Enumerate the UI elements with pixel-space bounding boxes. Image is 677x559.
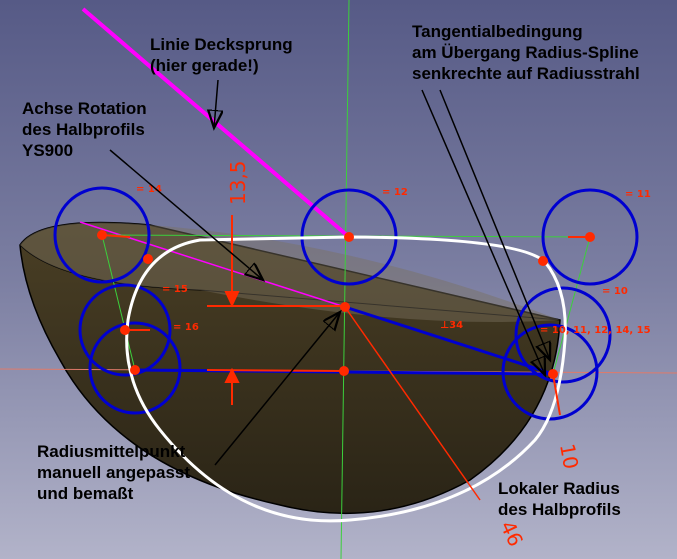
dimension-small-radius[interactable]: 10 xyxy=(555,442,583,471)
control-circle[interactable] xyxy=(541,188,639,286)
hull-top-face xyxy=(20,222,560,322)
control-circles xyxy=(53,186,639,421)
control-circle[interactable] xyxy=(53,186,151,284)
control-circle[interactable] xyxy=(78,283,172,377)
vertical-axis xyxy=(340,0,350,559)
control-circle[interactable] xyxy=(501,323,599,421)
equal-constraint-14[interactable]: = 14 xyxy=(136,184,162,195)
hull-rim xyxy=(19,244,561,321)
equal-constraint-multi[interactable]: = 10, 11, 12, 14, 15 xyxy=(540,325,651,336)
dimensions xyxy=(97,215,595,501)
control-circle[interactable] xyxy=(88,321,182,415)
leader-arrows xyxy=(109,79,550,466)
control-circle[interactable] xyxy=(514,286,612,384)
equal-constraint-12[interactable]: = 12 xyxy=(382,187,408,198)
dimension-vertical[interactable]: 13,5 xyxy=(226,160,250,205)
dimension-radius[interactable]: 46 xyxy=(495,517,528,550)
center-to-tangent-line xyxy=(344,305,554,376)
equal-constraint-11[interactable]: = 11 xyxy=(625,189,651,200)
construction-line xyxy=(552,236,591,375)
equal-constraint-15[interactable]: = 15 xyxy=(162,284,188,295)
equal-constraint-10[interactable]: = 10 xyxy=(602,286,628,297)
note-deck-line: Linie Decksprung(hier gerade!) xyxy=(150,35,293,75)
construction-line xyxy=(101,234,136,371)
perpendicular-constraint-34[interactable]: ⊥34 xyxy=(440,320,463,331)
equal-constraint-16[interactable]: = 16 xyxy=(173,322,199,333)
